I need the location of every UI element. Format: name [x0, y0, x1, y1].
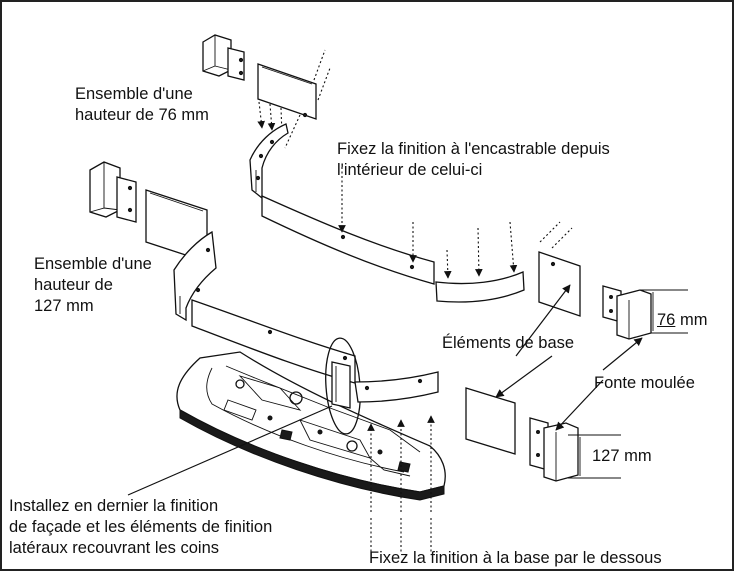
top-side-panel — [257, 63, 317, 120]
base-element-upper — [538, 251, 581, 317]
top-corner-bracket — [202, 34, 245, 81]
front-corner-trim — [331, 361, 351, 409]
label-fix-from-inside: Fixez la finition à l'encastrable depuis… — [337, 140, 610, 179]
leader-lines — [127, 284, 643, 496]
label-cast-iron: Fonte moulée — [594, 374, 695, 392]
label-fix-from-base: Fixez la finition à la base par le desso… — [369, 549, 662, 567]
stove-base-unit — [176, 351, 446, 501]
cast-corner-upper — [602, 285, 688, 340]
dimension-76mm: 76 mm — [657, 311, 707, 330]
top-right-corner-trim — [435, 221, 573, 303]
label-install-last: Installez en dernier la finition de faça… — [9, 497, 273, 557]
label-base-elements: Éléments de base — [442, 334, 575, 352]
base-element-lower — [465, 387, 516, 455]
left-corner-bracket — [89, 161, 137, 223]
left-curved-side-trim — [173, 230, 217, 322]
dimension-76mm-unit: mm — [679, 311, 708, 329]
dimension-127mm: 127 mm — [592, 447, 652, 465]
right-lower-corner-trim — [354, 371, 439, 403]
top-curved-side-trim — [249, 123, 289, 200]
bottom-dotted-arrows — [367, 415, 435, 552]
top-front-trim-panel — [261, 167, 435, 285]
cast-corner-lower — [529, 417, 621, 482]
label-set-76mm: Ensemble d'une hauteur de 76 mm — [75, 85, 209, 124]
dimension-76mm-value: 76 — [657, 311, 676, 329]
label-set-127mm: Ensemble d'une hauteur de 127 mm — [34, 255, 152, 315]
